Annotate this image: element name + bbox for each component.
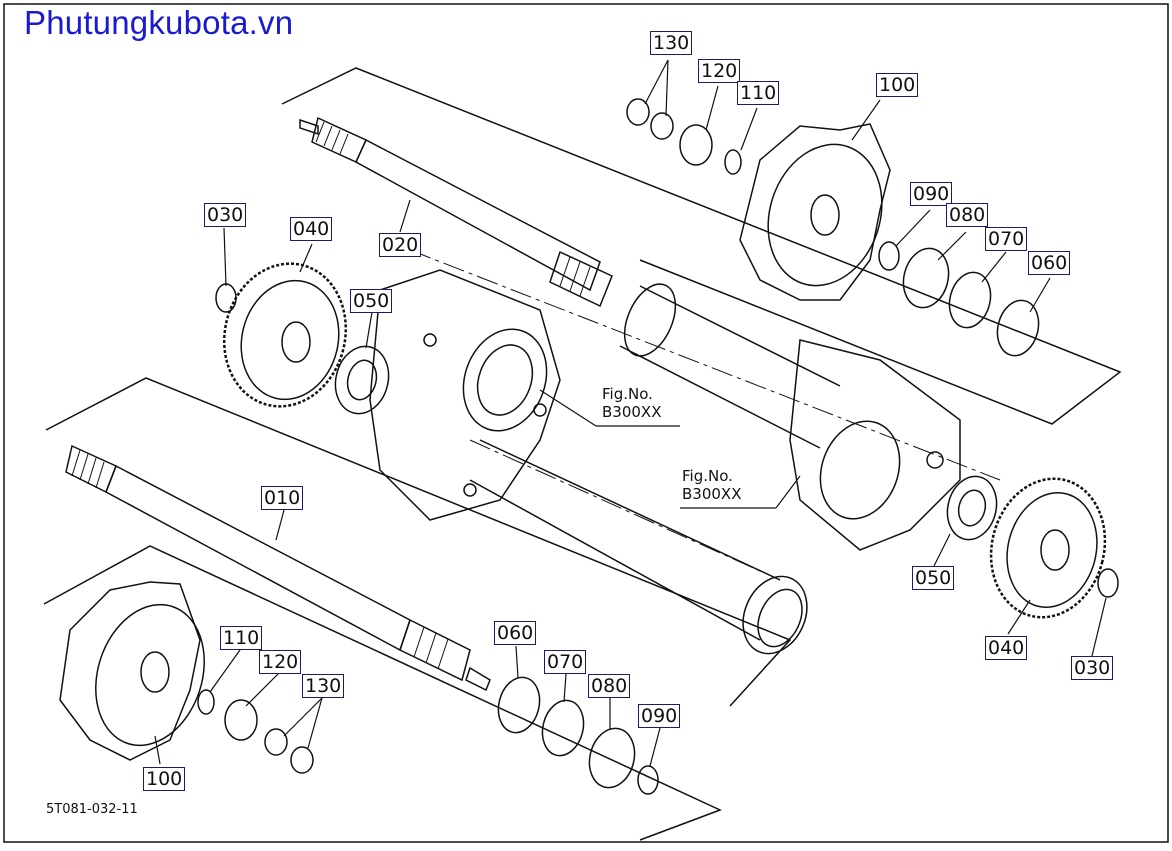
part-label-040[interactable]: 040 xyxy=(985,636,1028,660)
shaft-010 xyxy=(65,444,491,692)
collar-120-lower xyxy=(224,699,258,741)
axle-tube-lower xyxy=(469,439,808,655)
shaft-020 xyxy=(299,116,613,308)
part-label-050[interactable]: 050 xyxy=(350,289,393,313)
part-label-120[interactable]: 120 xyxy=(259,650,302,674)
part-label-030[interactable]: 030 xyxy=(204,203,247,227)
upper-assembly-plane xyxy=(281,67,1122,425)
part-label-130[interactable]: 130 xyxy=(650,31,693,55)
part-label-070[interactable]: 070 xyxy=(544,650,587,674)
part-label-120[interactable]: 120 xyxy=(698,59,741,83)
nut-130-upper-b xyxy=(650,112,674,140)
part-label-050[interactable]: 050 xyxy=(912,566,955,590)
figure-reference-upper[interactable]: Fig.No. B300XX xyxy=(602,385,661,421)
part-label-110[interactable]: 110 xyxy=(220,626,263,650)
part-label-010[interactable]: 010 xyxy=(261,486,304,510)
seal-080-upper xyxy=(902,247,950,309)
seal-080-lower xyxy=(588,727,636,789)
nut-130-upper-a xyxy=(626,98,650,126)
part-label-060[interactable]: 060 xyxy=(1028,251,1071,275)
gear-040-lower xyxy=(989,477,1107,619)
bearing-060-upper xyxy=(996,299,1040,357)
part-label-040[interactable]: 040 xyxy=(290,217,333,241)
figure-reference-number: B300XX xyxy=(602,403,662,421)
nut-130-lower-a xyxy=(264,728,288,756)
washer-110-upper xyxy=(724,149,742,175)
lower-assembly-plane xyxy=(45,377,792,707)
part-label-060[interactable]: 060 xyxy=(494,621,537,645)
axle-tube-upper xyxy=(619,283,841,449)
lower-hub-plane xyxy=(43,545,722,841)
sprocket-hub-upper xyxy=(739,123,891,301)
part-label-030[interactable]: 030 xyxy=(1071,656,1114,680)
sprocket-hub-lower xyxy=(59,581,205,761)
brand-title[interactable]: Phutungkubota.vn xyxy=(24,4,294,41)
part-label-090[interactable]: 090 xyxy=(910,182,953,206)
snap-ring-030-upper xyxy=(215,283,237,313)
part-label-090[interactable]: 090 xyxy=(638,704,681,728)
snap-ring-090-upper xyxy=(878,241,900,271)
bearing-070-lower xyxy=(541,699,585,757)
part-label-110[interactable]: 110 xyxy=(737,81,780,105)
bearing-070-upper xyxy=(948,271,992,329)
figure-reference-label: Fig.No. xyxy=(602,385,653,403)
diagram-code: 5T081-032-11 xyxy=(46,802,138,817)
collar-120-upper xyxy=(679,124,713,166)
nut-130-lower-b xyxy=(290,746,314,774)
part-label-100[interactable]: 100 xyxy=(143,767,186,791)
part-label-070[interactable]: 070 xyxy=(985,227,1028,251)
figure-reference-lower[interactable]: Fig.No. B300XX xyxy=(682,467,741,503)
figure-reference-label: Fig.No. xyxy=(682,467,733,485)
part-label-130[interactable]: 130 xyxy=(302,674,345,698)
snap-ring-030-lower xyxy=(1097,568,1119,598)
part-label-080[interactable]: 080 xyxy=(946,203,989,227)
bearing-050-lower xyxy=(946,475,998,541)
bearing-050-upper xyxy=(334,345,390,415)
part-label-020[interactable]: 020 xyxy=(379,233,422,257)
leader-lines xyxy=(154,59,1107,767)
transmission-case-right xyxy=(789,339,961,551)
figure-reference-number: B300XX xyxy=(682,485,742,503)
snap-ring-090-lower xyxy=(637,765,659,795)
gear-040-upper xyxy=(222,262,348,408)
bearing-060-lower xyxy=(497,676,541,734)
transmission-case-left xyxy=(369,269,561,521)
washer-110-lower xyxy=(197,689,215,715)
part-label-100[interactable]: 100 xyxy=(876,73,919,97)
part-label-080[interactable]: 080 xyxy=(588,674,631,698)
